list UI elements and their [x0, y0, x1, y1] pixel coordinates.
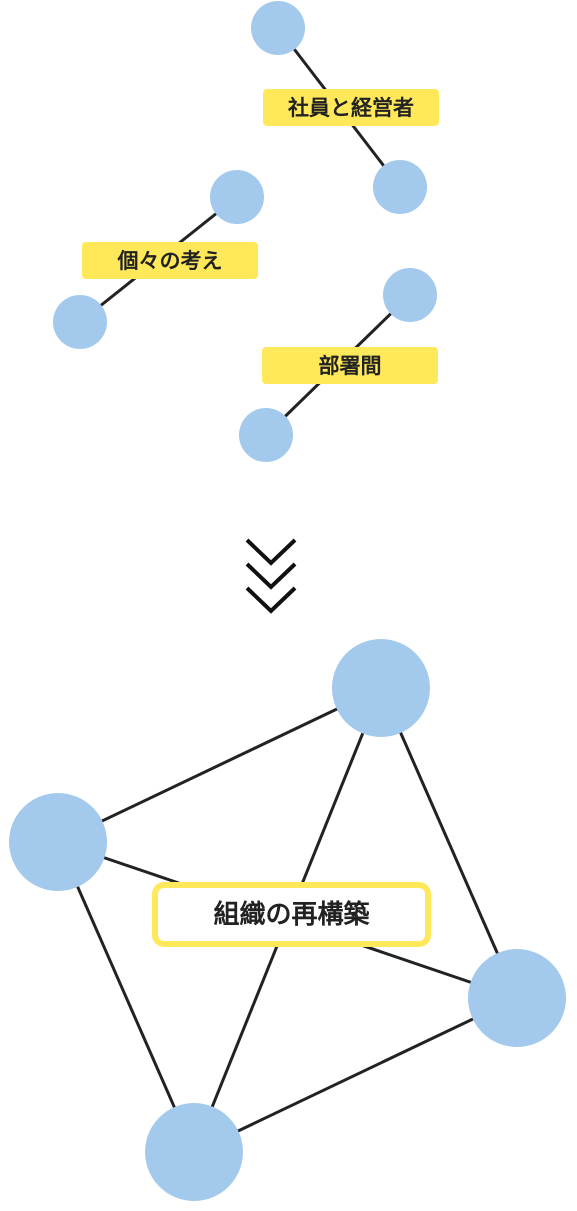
triple-chevron-down-icon — [245, 538, 297, 614]
network-edge-top-right — [379, 687, 519, 999]
pair-2-tag — [82, 242, 258, 279]
pair-1-node-top — [251, 1, 305, 55]
pair-1-tag — [263, 89, 439, 126]
pair-employees-management: 社員と経営者 — [251, 1, 439, 214]
pair-2-node-bottom — [53, 295, 107, 349]
network-node-top — [332, 639, 430, 737]
network-edge-right-bottom — [193, 996, 518, 1154]
pair-3-node-bottom — [239, 408, 293, 462]
chevron-3 — [245, 586, 297, 614]
network-node-right — [468, 949, 566, 1047]
pair-3-label: 部署間 — [319, 354, 382, 378]
network-node-bottom — [145, 1103, 243, 1201]
pair-3-node-top — [383, 268, 437, 322]
network: 組織の再構築 — [9, 639, 566, 1201]
network-center-label: 組織の再構築 — [213, 899, 370, 930]
pair-1-label: 社員と経営者 — [287, 96, 414, 120]
network-edge-left-bottom — [56, 841, 196, 1153]
pair-individual-ideas: 個々の考え — [53, 170, 264, 349]
chevron-2 — [245, 562, 297, 590]
pair-3-tag — [262, 347, 438, 384]
chevron-1 — [245, 538, 297, 566]
pair-1-node-bottom — [373, 160, 427, 214]
network-center-box — [152, 882, 431, 947]
network-edge-top-left — [57, 686, 382, 844]
pair-departments: 部署間 — [239, 268, 438, 462]
pair-2-label: 個々の考え — [117, 249, 223, 273]
network-node-left — [9, 793, 107, 891]
pair-2-node-top — [210, 170, 264, 224]
